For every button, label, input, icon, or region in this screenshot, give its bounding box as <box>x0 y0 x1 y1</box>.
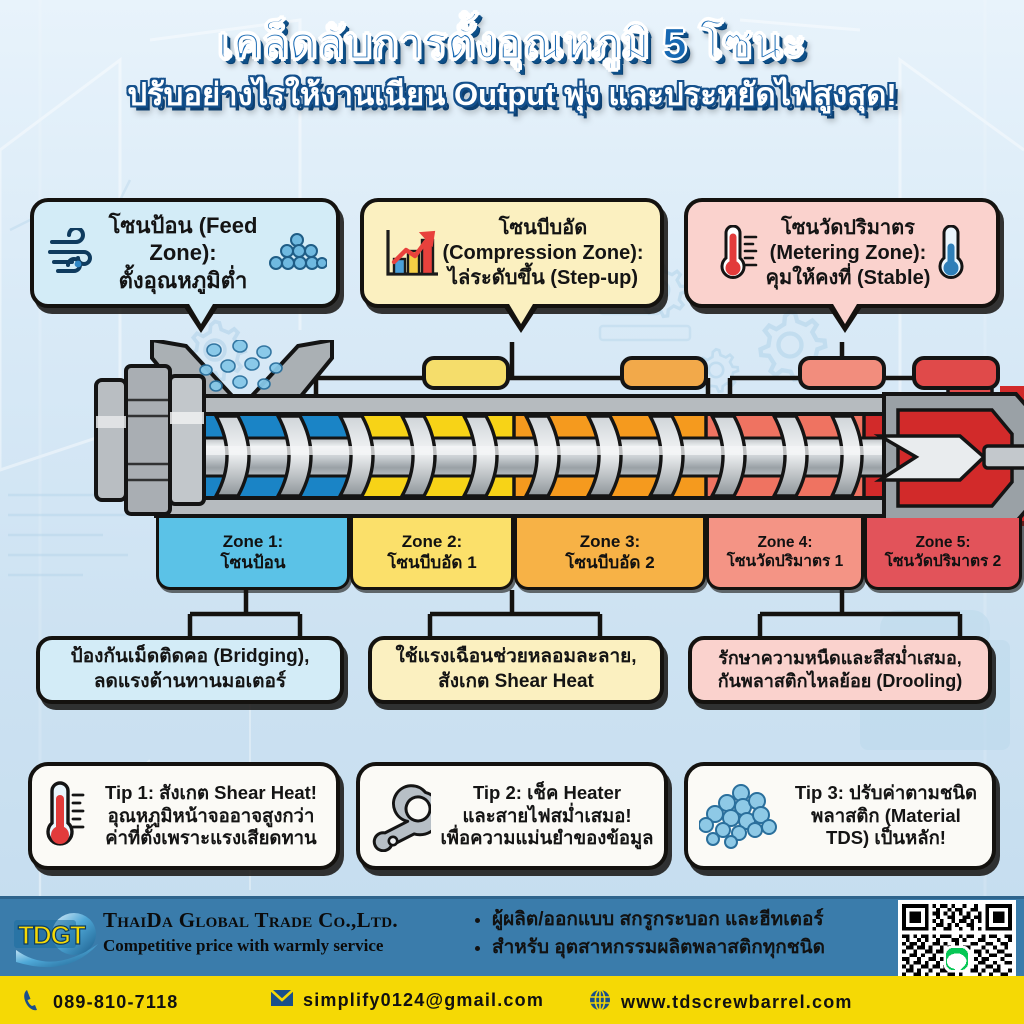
callout-compression-zone-tail-fill <box>509 304 533 324</box>
wind-icon <box>42 228 100 278</box>
tip-card-2: Tip 2: เช็ค Heater และสายไฟสม่ำเสมอ! เพื… <box>356 762 668 870</box>
footer-contact-bar <box>0 976 1024 1024</box>
callout-feed-zone-text: โซนป้อน (Feed Zone): ตั้งอุณหภูมิต่ำ <box>108 212 258 293</box>
zone-chip-4-text: Zone 4:โซนวัดปริมาตร 1 <box>726 534 844 570</box>
contact-email[interactable]: simplify0124@gmail.com <box>270 988 544 1013</box>
info-note-compression-text: ใช้แรงเฉือนช่วยหลอมละลาย,สังเกต Shear He… <box>395 646 637 692</box>
contact-website[interactable]: www.tdscrewbarrel.com <box>588 988 853 1017</box>
bar-chart-up-icon <box>380 226 442 280</box>
info-note-feed: ป้องกันเม็ดติดคอ (Bridging),ลดแรงต้านทาน… <box>36 636 344 704</box>
company-block: ThaiDa Global Trade Co.,Ltd. Competitive… <box>103 908 463 956</box>
zone-chip-4: Zone 4:โซนวัดปริมาตร 1 <box>706 518 864 590</box>
heater-bands <box>422 356 1000 390</box>
info-note-metering-text: รักษาความหนืดและสีสม่ำเสมอ,กันพลาสติกไหล… <box>717 647 963 691</box>
page-header: เคล็ดลับการตั้งอุณหภูมิ 5 โซนะ ปรับอย่าง… <box>0 20 1024 112</box>
tip-card-3-text: Tip 3: ปรับค่าตามชนิด พลาสติก (Material … <box>794 781 978 849</box>
zone-chip-3-text: Zone 3:โซนบีบอัด 2 <box>565 532 655 572</box>
globe-icon <box>588 988 612 1017</box>
svg-text:TDGT: TDGT <box>18 920 86 950</box>
service-bullet-2: สำหรับ อุตสาหกรรมผลิตพลาสติกทุกชนิด <box>492 934 825 962</box>
zone-chip-2: Zone 2:โซนบีบอัด 1 <box>350 518 514 590</box>
nozzle <box>873 376 1024 526</box>
callout-metering-zone-tail-fill <box>833 304 857 324</box>
website-url: www.tdscrewbarrel.com <box>621 992 853 1012</box>
info-note-compression: ใช้แรงเฉือนช่วยหลอมละลาย,สังเกต Shear He… <box>368 636 664 704</box>
page-title: เคล็ดลับการตั้งอุณหภูมิ 5 โซนะ <box>217 20 807 68</box>
tip-card-2-text: Tip 2: เช็ค Heater และสายไฟสม่ำเสมอ! เพื… <box>440 781 654 849</box>
email-address: simplify0124@gmail.com <box>303 990 545 1010</box>
phone-icon <box>22 988 44 1017</box>
service-bullet-1: ผู้ผลิต/ออกแบบ สกรูกระบอก และฮีทเตอร์ <box>492 906 825 934</box>
pellets-icon <box>698 783 782 849</box>
company-logo: TDGT <box>14 913 98 968</box>
callout-metering-zone: โซนวัดปริมาตร (Metering Zone): คุมให้คงท… <box>684 198 1000 333</box>
callout-feed-zone-tail-fill <box>189 304 213 324</box>
company-services: ผู้ผลิต/ออกแบบ สกรูกระบอก และฮีทเตอร์ สำ… <box>470 906 825 961</box>
zone-chip-2-text: Zone 2:โซนบีบอัด 1 <box>387 532 477 572</box>
contact-phone[interactable]: 089-810-7118 <box>22 988 179 1017</box>
screw <box>156 414 1024 498</box>
zone-chip-5: Zone 5:โซนวัดปริมาตร 2 <box>864 518 1022 590</box>
tip-card-1: Tip 1: สังเกต Shear Heat! อุณหภูมิหน้าจอ… <box>28 762 340 870</box>
thermometer-hot-icon <box>710 225 766 281</box>
footer-company-bar <box>0 896 1024 979</box>
company-name: ThaiDa Global Trade Co.,Ltd. <box>103 908 398 932</box>
info-note-metering: รักษาความหนืดและสีสม่ำเสมอ,กันพลาสติกไหล… <box>688 636 992 704</box>
zone-chip-1-text: Zone 1:โซนป้อน <box>220 532 286 572</box>
screw-barrel-diagram <box>94 340 1024 526</box>
wrench-icon <box>370 780 432 852</box>
tip-card-1-text: Tip 1: สังเกต Shear Heat! อุณหภูมิหน้าจอ… <box>105 781 317 849</box>
callout-compression-zone: โซนบีบอัด (Compression Zone): ไล่ระดับขึ… <box>360 198 664 333</box>
callout-compression-zone-text: โซนบีบอัด (Compression Zone): ไล่ระดับขึ… <box>442 216 644 289</box>
envelope-icon <box>270 988 294 1013</box>
callout-metering-zone-text: โซนวัดปริมาตร (Metering Zone): คุมให้คงท… <box>765 216 931 289</box>
zone-chip-5-text: Zone 5:โซนวัดปริมาตร 2 <box>884 534 1002 570</box>
zone-chip-1: Zone 1:โซนป้อน <box>156 518 350 590</box>
phone-number: 089-810-7118 <box>53 992 179 1012</box>
info-note-feed-text: ป้องกันเม็ดติดคอ (Bridging),ลดแรงต้านทาน… <box>70 646 310 692</box>
company-slogan: Competitive price with warmly service <box>103 936 384 955</box>
lower-connector-brackets <box>187 590 963 636</box>
drive-gearbox <box>94 364 206 516</box>
thermometer-icon <box>42 779 88 853</box>
pellets-icon <box>266 232 328 274</box>
callout-feed-zone: โซนป้อน (Feed Zone): ตั้งอุณหภูมิต่ำ <box>30 198 340 333</box>
thermometer-cold-icon <box>930 225 974 281</box>
zone-chip-3: Zone 3:โซนบีบอัด 2 <box>514 518 706 590</box>
tip-card-3: Tip 3: ปรับค่าตามชนิด พลาสติก (Material … <box>684 762 996 870</box>
page-subtitle: ปรับอย่างไรให้งานเนียน Output พุ่ง และปร… <box>127 76 897 112</box>
